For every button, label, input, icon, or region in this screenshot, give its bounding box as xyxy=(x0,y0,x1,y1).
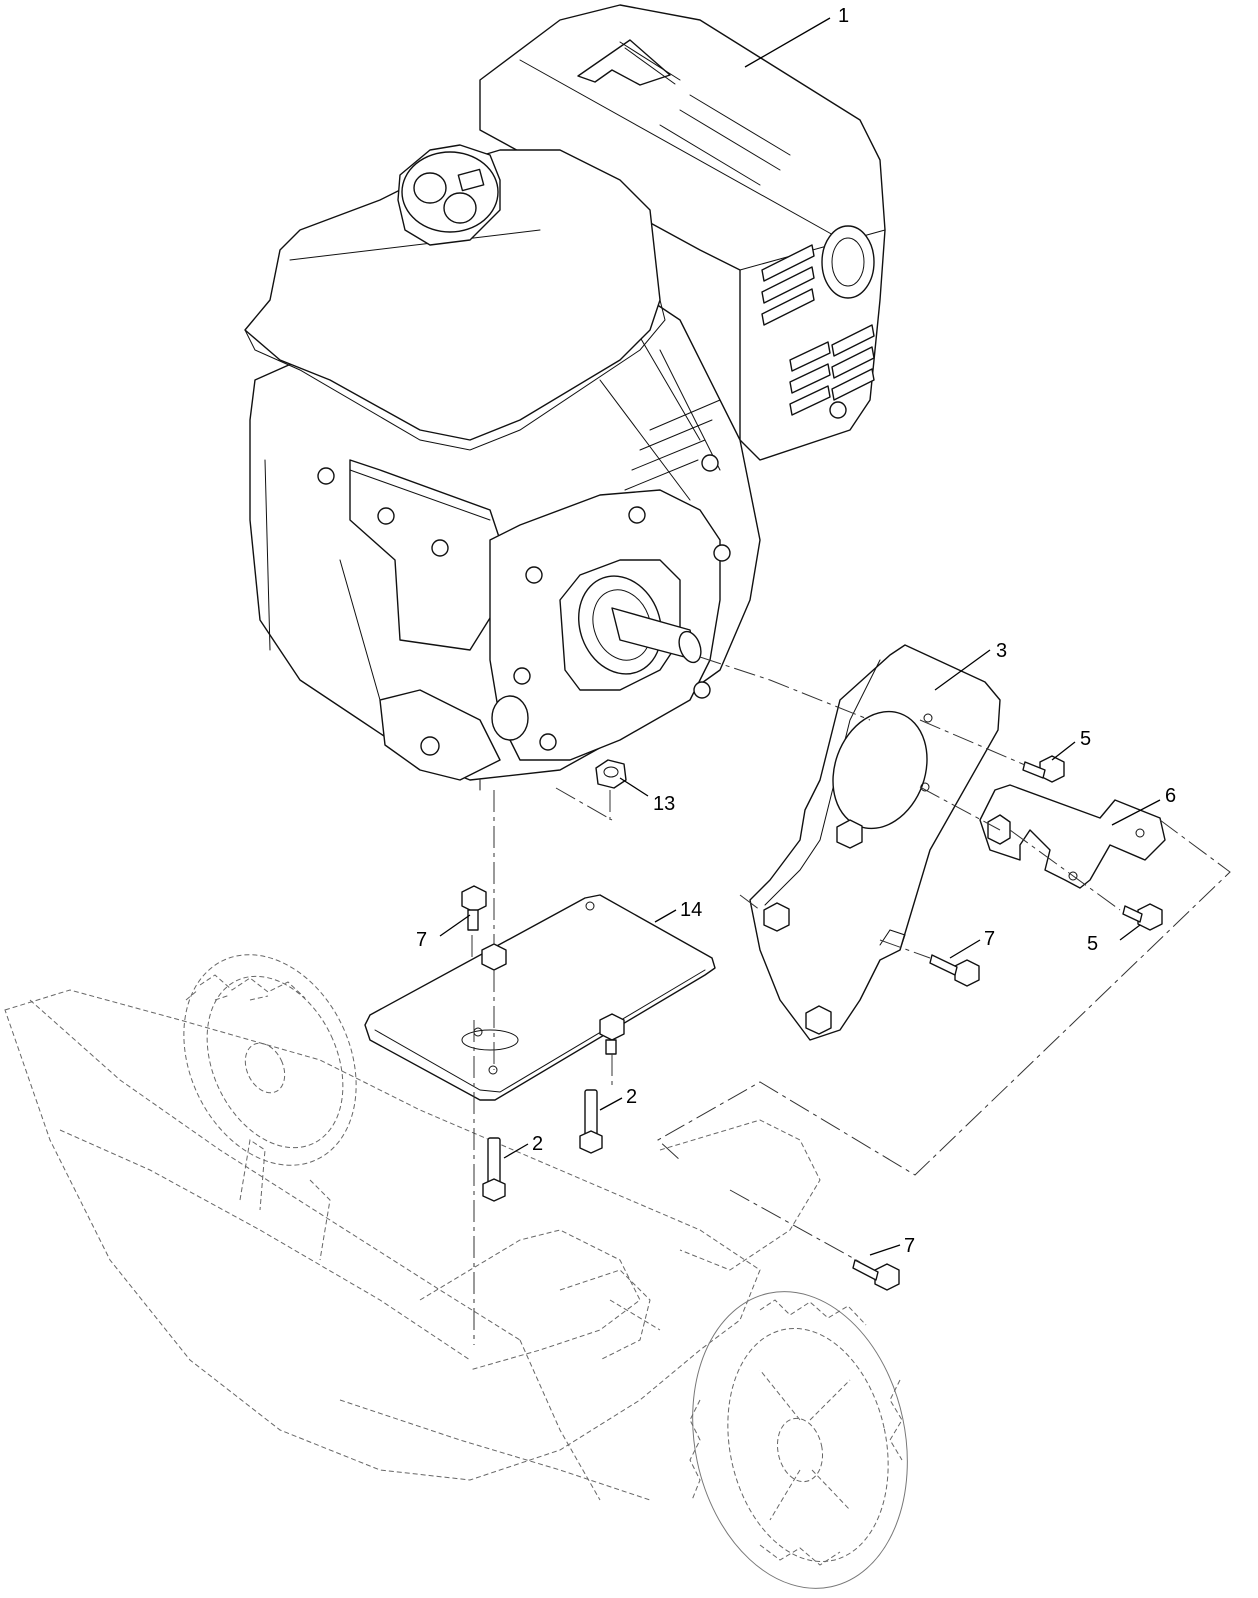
callouts: 1 2 2 3 5 5 6 7 7 7 13 14 xyxy=(416,5,1176,1257)
bolt-5-upper xyxy=(1022,755,1065,783)
assembly-lines xyxy=(473,656,1231,1345)
bolt-2-left xyxy=(482,1137,506,1202)
base-plate-14 xyxy=(364,894,716,1101)
mount-plate-3 xyxy=(749,644,1001,1041)
right-wheel-phantom xyxy=(689,1291,908,1589)
callout-3: 3 xyxy=(996,640,1007,662)
callout-5-lower: 5 xyxy=(1087,933,1098,955)
frame-phantom xyxy=(4,989,821,1501)
callout-1: 1 xyxy=(838,5,849,27)
left-wheel-phantom xyxy=(183,954,357,1166)
callout-7-plate: 7 xyxy=(984,928,995,950)
bracket-6 xyxy=(979,784,1166,889)
callout-leaders xyxy=(439,17,1161,1256)
bolt-7-frame xyxy=(852,1259,900,1291)
bolt-7-left xyxy=(461,885,487,1020)
callout-2-right: 2 xyxy=(626,1086,637,1108)
fuel-tank xyxy=(244,144,666,451)
bolt-7-plate xyxy=(929,954,980,987)
callout-7-frame: 7 xyxy=(904,1235,915,1257)
callout-2-left: 2 xyxy=(532,1133,543,1155)
hex-nut-13 xyxy=(595,759,627,820)
callout-5-upper: 5 xyxy=(1080,728,1091,750)
bolt-5-lower xyxy=(1122,903,1163,931)
callout-13: 13 xyxy=(653,793,675,815)
brand-logo xyxy=(577,39,681,86)
crankcase-cover xyxy=(489,489,731,761)
engine xyxy=(244,4,886,791)
callout-6: 6 xyxy=(1165,785,1176,807)
callout-14: 14 xyxy=(680,899,702,921)
shroud-vents xyxy=(761,225,875,416)
bolt-2-right xyxy=(579,1089,603,1154)
callout-7-left: 7 xyxy=(416,929,427,951)
fuel-cap xyxy=(397,144,501,246)
